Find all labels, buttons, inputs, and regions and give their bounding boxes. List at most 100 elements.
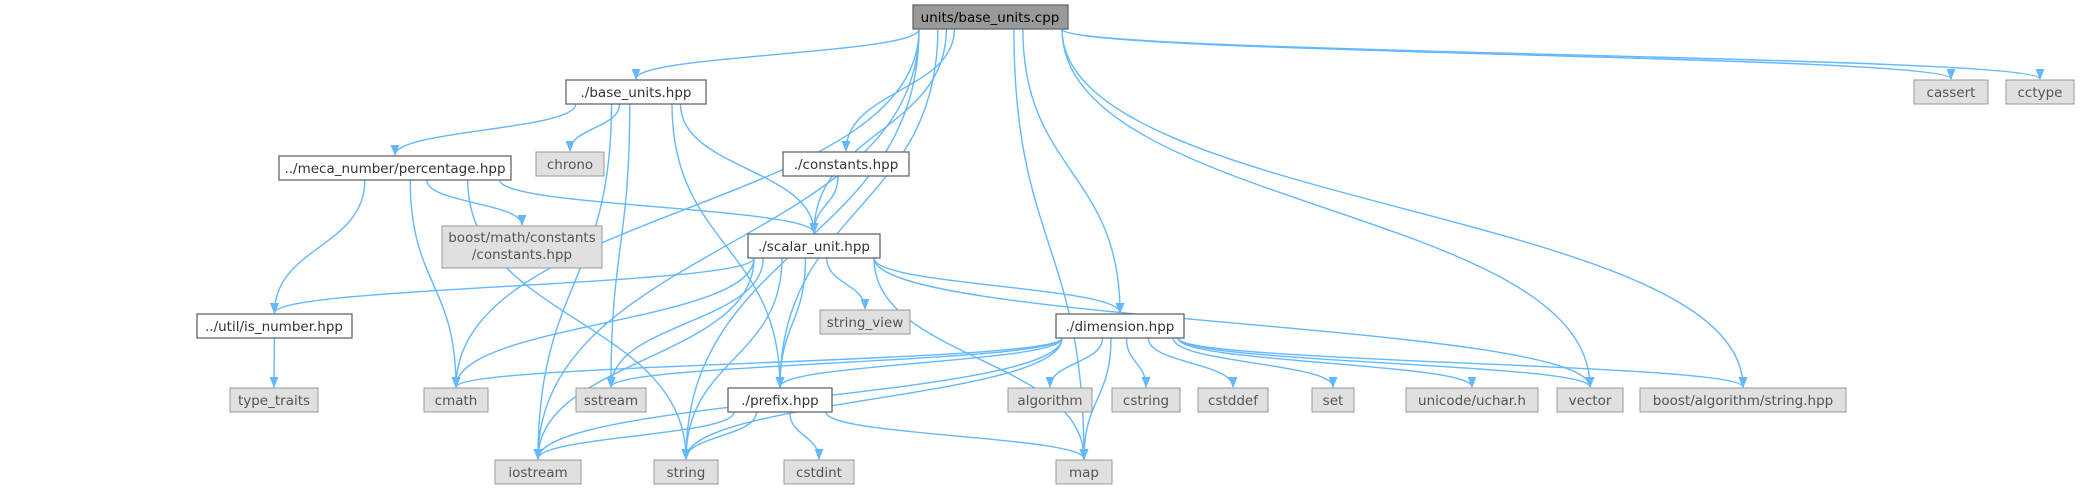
node-map[interactable]: map bbox=[1055, 459, 1113, 485]
edge-dimension-to-sstream bbox=[606, 337, 1063, 389]
edge-root-to-base_units bbox=[631, 28, 920, 81]
node-cctype[interactable]: cctype bbox=[2005, 79, 2075, 105]
edge-scalar_unit-to-vector bbox=[873, 257, 1595, 389]
node-boost-constants-label-2: /constants.hpp bbox=[472, 247, 572, 263]
node-percentage[interactable]: ../meca_number/percentage.hpp bbox=[278, 155, 512, 181]
edge-root-to-iostream bbox=[533, 28, 920, 461]
graph-nodes: units/base_units.cpp ./base_units.hpp ca… bbox=[196, 4, 2075, 485]
node-vector-label: vector bbox=[1569, 393, 1612, 409]
edge-base_units-to-percentage bbox=[390, 103, 577, 157]
node-scalar-unit[interactable]: ./scalar_unit.hpp bbox=[747, 233, 881, 259]
node-type-traits[interactable]: type_traits bbox=[229, 387, 319, 413]
node-algorithm[interactable]: algorithm bbox=[1007, 387, 1093, 413]
edge-dimension-to-cstring bbox=[1125, 337, 1151, 389]
node-set[interactable]: set bbox=[1311, 387, 1355, 413]
edge-dimension-to-cmath bbox=[451, 337, 1063, 389]
node-dimension[interactable]: ./dimension.hpp bbox=[1055, 313, 1185, 339]
edge-percentage-to-cmath bbox=[409, 179, 461, 389]
edge-base_units-to-sstream bbox=[606, 103, 631, 389]
node-iostream-label: iostream bbox=[508, 465, 567, 481]
edge-base_units-to-prefix bbox=[671, 103, 785, 389]
edge-scalar_unit-to-sstream bbox=[606, 257, 764, 389]
edge-scalar_unit-to-string bbox=[681, 257, 783, 461]
edge-scalar_unit-to-string_view bbox=[826, 257, 870, 311]
edge-percentage-to-boost_constants bbox=[426, 179, 527, 227]
edge-constants-to-scalar_unit bbox=[809, 175, 839, 235]
node-string-label: string bbox=[667, 465, 706, 481]
edge-prefix-to-map bbox=[825, 411, 1089, 461]
edge-prefix-to-iostream bbox=[533, 411, 735, 461]
node-algorithm-label: algorithm bbox=[1017, 393, 1082, 409]
edge-root-to-cassert bbox=[1061, 28, 1956, 81]
node-boost-constants-label-1: boost/math/constants bbox=[448, 230, 596, 246]
node-dimension-label: ./dimension.hpp bbox=[1066, 319, 1175, 335]
node-cstddef[interactable]: cstddef bbox=[1197, 387, 1269, 413]
edge-scalar_unit-to-prefix bbox=[775, 257, 807, 389]
edge-dimension-to-map bbox=[1079, 337, 1112, 461]
node-cassert-label: cassert bbox=[1927, 85, 1976, 101]
node-sstream[interactable]: sstream bbox=[575, 387, 647, 413]
node-prefix[interactable]: ./prefix.hpp bbox=[727, 387, 833, 413]
edge-scalar_unit-to-map bbox=[873, 257, 1089, 461]
node-cstddef-label: cstddef bbox=[1208, 393, 1259, 409]
node-root-label: units/base_units.cpp bbox=[921, 10, 1060, 26]
edge-root-to-vector bbox=[1061, 28, 1595, 389]
edge-prefix-to-cstdint bbox=[789, 411, 824, 461]
edge-dimension-to-string bbox=[681, 337, 1063, 461]
node-vector[interactable]: vector bbox=[1556, 387, 1624, 413]
node-prefix-label: ./prefix.hpp bbox=[741, 393, 818, 409]
edge-base_units-to-chrono bbox=[565, 103, 621, 153]
node-string-view[interactable]: string_view bbox=[819, 309, 911, 335]
edge-dimension-to-uchar bbox=[1177, 337, 1477, 389]
edge-percentage-to-is_number bbox=[270, 179, 366, 315]
node-string[interactable]: string bbox=[653, 459, 719, 485]
node-root[interactable]: units/base_units.cpp bbox=[912, 4, 1069, 30]
edge-base_units-to-scalar_unit bbox=[679, 103, 819, 235]
node-cctype-label: cctype bbox=[2017, 85, 2062, 101]
node-boost-constants[interactable]: boost/math/constants /constants.hpp bbox=[441, 225, 603, 269]
node-uchar-label: unicode/uchar.h bbox=[1418, 393, 1526, 409]
edge-dimension-to-prefix bbox=[775, 337, 1063, 389]
edge-dimension-to-vector bbox=[1177, 337, 1595, 389]
edge-root-to-cctype bbox=[1061, 28, 2045, 81]
graph-edges bbox=[269, 28, 2045, 461]
edge-dimension-to-cstddef bbox=[1147, 337, 1238, 389]
node-iostream[interactable]: iostream bbox=[494, 459, 582, 485]
node-type-traits-label: type_traits bbox=[238, 393, 310, 409]
node-constants[interactable]: ./constants.hpp bbox=[782, 151, 910, 177]
node-constants-label: ./constants.hpp bbox=[794, 157, 899, 173]
node-cstring-label: cstring bbox=[1123, 393, 1169, 409]
node-chrono[interactable]: chrono bbox=[535, 151, 605, 177]
node-map-label: map bbox=[1069, 465, 1099, 481]
node-cstdint[interactable]: cstdint bbox=[783, 459, 855, 485]
node-cmath-label: cmath bbox=[435, 393, 478, 409]
node-cstdint-label: cstdint bbox=[796, 465, 842, 481]
node-uchar[interactable]: unicode/uchar.h bbox=[1405, 387, 1539, 413]
edge-dimension-to-algorithm bbox=[1045, 337, 1104, 389]
node-boost-string[interactable]: boost/algorithm/string.hpp bbox=[1639, 387, 1847, 413]
node-string-view-label: string_view bbox=[827, 315, 904, 331]
node-is-number-label: ../util/is_number.hpp bbox=[205, 319, 343, 335]
node-scalar-unit-label: ./scalar_unit.hpp bbox=[758, 239, 870, 255]
edge-dimension-to-set bbox=[1172, 337, 1338, 389]
node-is-number[interactable]: ../util/is_number.hpp bbox=[196, 313, 353, 339]
node-cstring[interactable]: cstring bbox=[1111, 387, 1181, 413]
edge-percentage-to-scalar_unit bbox=[499, 179, 819, 235]
node-percentage-label: ../meca_number/percentage.hpp bbox=[284, 161, 505, 177]
edge-root-to-map bbox=[1013, 28, 1089, 461]
edge-root-to-dimension bbox=[1022, 28, 1125, 315]
node-cmath[interactable]: cmath bbox=[423, 387, 489, 413]
edge-root-to-boost_string bbox=[1061, 28, 1748, 389]
edge-scalar_unit-to-is_number bbox=[270, 257, 755, 315]
edge-root-to-prefix bbox=[775, 28, 939, 389]
edge-scalar_unit-to-cmath bbox=[451, 257, 755, 389]
node-boost-string-label: boost/algorithm/string.hpp bbox=[1653, 393, 1833, 409]
node-base-units[interactable]: ./base_units.hpp bbox=[565, 79, 707, 105]
node-cassert[interactable]: cassert bbox=[1913, 79, 1989, 105]
edge-root-to-scalar_unit bbox=[809, 28, 948, 235]
node-set-label: set bbox=[1323, 393, 1344, 409]
node-base-units-label: ./base_units.hpp bbox=[581, 85, 692, 101]
edge-scalar_unit-to-dimension bbox=[873, 257, 1125, 315]
edge-root-to-cmath bbox=[451, 28, 920, 389]
